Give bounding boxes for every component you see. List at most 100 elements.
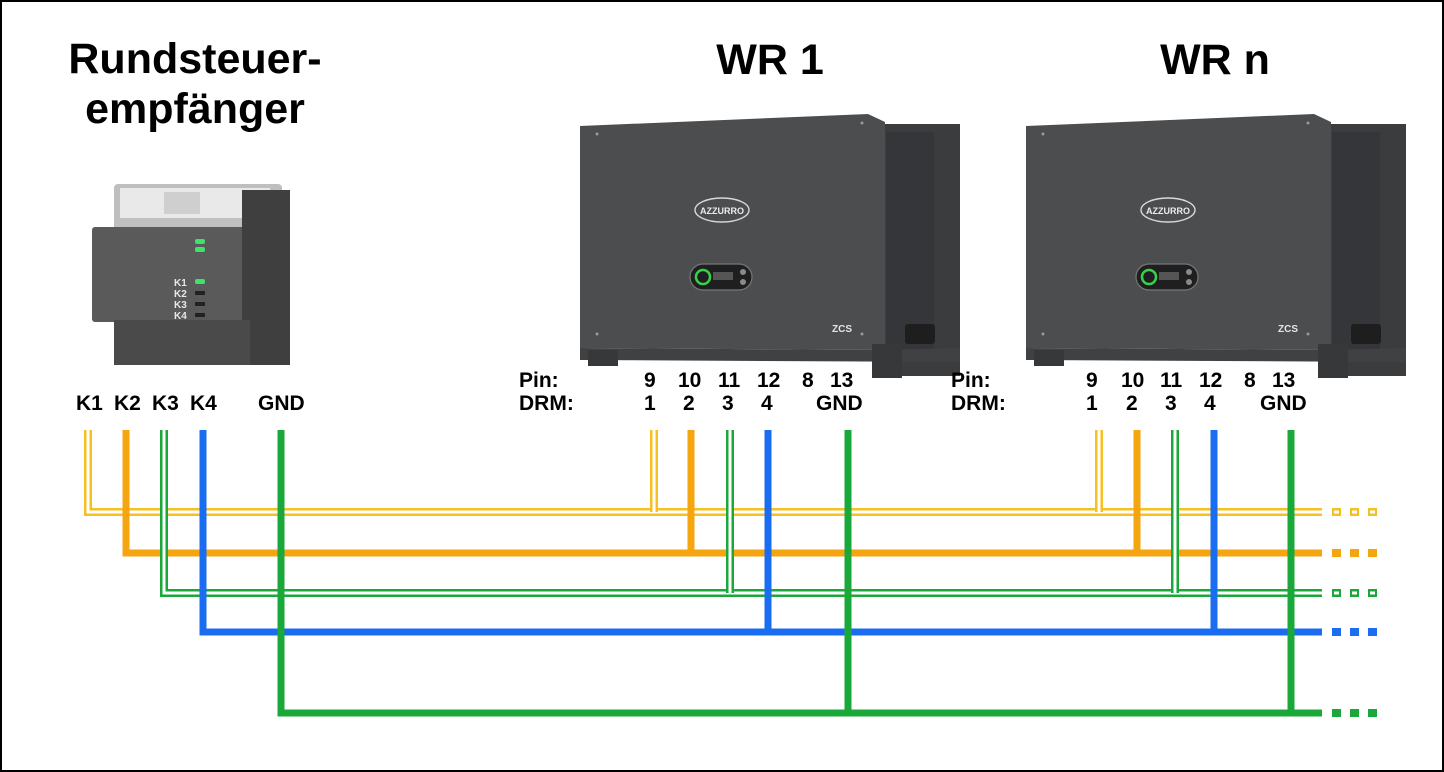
receiver-label-k4: K4 [174,311,187,322]
inverter-n-foot-left [1034,350,1064,366]
inverter-1-pin-9: 9 [644,369,656,392]
inverter-1-drm-4: 4 [761,392,773,415]
wire-k1-continuation-dash-inner [1352,510,1357,514]
inverter-n-bottom-edge [1026,348,1406,362]
inverter-1-pin-10: 10 [678,369,702,392]
inverter-n-front [1026,114,1331,350]
inverter-1-drm-2: 2 [683,392,695,415]
wire-k1-bus-inner [86,430,1322,514]
receiver-led-status [195,247,205,252]
inverter-1-status-ring [694,268,712,286]
receiver-terminal-k4: K4 [190,392,217,415]
inverter-n-maker-logo: ZCS [1278,324,1298,335]
wire-gnd-continuation-dash [1332,709,1341,717]
wire-k2-continuation-dash [1332,549,1341,557]
inverter-1-foot-right [872,344,902,378]
inverter-1-screw [860,121,864,125]
inverter-1-front [580,114,885,350]
inverter-n-drm-label: DRM: [951,392,1006,415]
wire-gnd-continuation-dash [1368,709,1377,717]
inverter-1-screw [595,132,599,136]
wire-k4-bus [199,430,1322,636]
inverter-n-connector [1351,324,1381,344]
inverter-1-drm-label: DRM: [519,392,574,415]
wire-k3-continuation-dash-inner [1334,591,1339,595]
inverter-n-pin-8: 8 [1244,369,1256,392]
receiver-title: Rundsteuer- empfänger [40,34,350,134]
receiver-label-k2: K2 [174,289,187,300]
receiver-led-k4 [195,313,205,317]
inverter-1-pin-11: 11 [718,369,741,392]
inverter-n-button-up [1186,269,1192,275]
receiver-front [92,227,280,322]
inverter-1-foot-left [588,350,618,366]
inverter-1-pin-13: 13 [830,369,854,392]
receiver-bottom [114,320,250,365]
receiver-led-k2 [195,291,205,295]
receiver-terminal-k2: K2 [114,392,141,415]
inverter-n-logo-cloud [1140,197,1196,223]
wire-k3-continuation-dash-inner [1370,591,1375,595]
inverter-1-pin-label: Pin: [519,369,559,392]
inverter-n-drm-4: 4 [1204,392,1216,415]
inverter-n-status-ring [1140,268,1158,286]
wire-k3-bus-inner [162,430,1322,595]
inverter-1-drm-3: 3 [722,392,734,415]
inverter-1-heatsink [886,132,934,352]
inverter-1-button-down [740,279,746,285]
ripple-control-receiver: K1 K2 K3 K4 [92,184,290,365]
receiver-title-line2: empfänger [85,85,305,133]
inverter-n-pin-10: 10 [1121,369,1145,392]
inverter-n-pin-13: 13 [1272,369,1296,392]
inverter-n-lcd [1159,272,1179,280]
inverter-n-screw [1041,132,1045,136]
wire-k1-continuation-dash-inner [1370,510,1375,514]
inverter-n-screw [1306,332,1310,336]
inverter-1-pin-8: 8 [802,369,814,392]
inverter-n-device: AZZURRO ZCS [1026,114,1406,378]
wire-gnd-bus [277,430,1322,717]
inverter-1-button-up [740,269,746,275]
receiver-terminal-k1: K1 [76,392,103,415]
inverter-1-screw [595,332,599,336]
inverter-1-bottom-edge [580,348,960,362]
inverter-n-pin-11: 11 [1160,369,1183,392]
receiver-latch [164,192,200,214]
inverter-1-lcd [713,272,733,280]
inverter-n-drm-2: 2 [1126,392,1138,415]
inverter-n-brand-logo: AZZURRO [1146,206,1190,216]
inverter-1-connector [905,324,935,344]
inverter-n-drm-1: 1 [1086,392,1098,415]
wire-k3-continuation-dash-inner [1352,591,1357,595]
inverter-n-pin-9: 9 [1086,369,1098,392]
inverter-1-maker-logo: ZCS [832,324,852,335]
inverter-1-screw [860,332,864,336]
inverter-1-device: AZZURRO ZCS [580,114,960,378]
receiver-led-k3 [195,302,205,306]
inverter-n-title: WR n [1160,36,1270,84]
inverter-n-heatsink [1332,132,1380,352]
wire-k1-continuation-dash-inner [1334,510,1339,514]
wire-k4-continuation-dash [1368,628,1377,636]
inverter-1-drm-1: 1 [644,392,656,415]
receiver-label-k1: K1 [174,278,187,289]
inverter-n-pin-12: 12 [1199,369,1223,392]
wire-k2-bus [122,430,1322,557]
inverter-1-logo-cloud [694,197,750,223]
inverter-n-drm-3: 3 [1165,392,1177,415]
receiver-led-k1 [195,279,205,284]
inverter-1-pin-12: 12 [757,369,781,392]
inverter-1-brand-logo: AZZURRO [700,206,744,216]
inverter-1-drm-gnd: GND [816,392,863,415]
receiver-title-line1: Rundsteuer- [68,35,322,83]
wire-k4-continuation-dash [1332,628,1341,636]
inverter-1-title: WR 1 [716,36,824,84]
wire-k4-continuation-dash [1350,628,1359,636]
inverter-n-foot-right [1318,344,1348,378]
receiver-terminal-gnd: GND [258,392,305,415]
receiver-terminal-k3: K3 [152,392,179,415]
receiver-led-power [195,239,205,244]
